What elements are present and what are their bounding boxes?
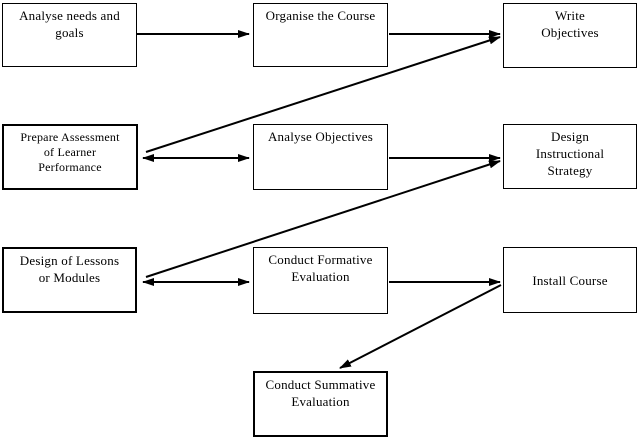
- box-analyse-objectives: Analyse Objectives: [253, 124, 388, 190]
- box-install-course: Install Course: [503, 247, 637, 313]
- box-design-of-lessons-or-modules: Design of Lessons or Modules: [2, 247, 137, 313]
- box-analyse-needs-and-goals: Analyse needs and goals: [2, 3, 137, 67]
- box-organise-the-course: Organise the Course: [253, 3, 388, 67]
- box-design-instructional-strategy: Design Instructional Strategy: [503, 124, 637, 189]
- box-conduct-formative-evaluation: Conduct Formative Evaluation: [253, 247, 388, 314]
- box-conduct-summative-evaluation: Conduct Summative Evaluation: [253, 371, 388, 437]
- box-write-objectives: Write Objectives: [503, 3, 637, 68]
- box-prepare-assessment: Prepare Assessment of Learner Performanc…: [2, 124, 138, 190]
